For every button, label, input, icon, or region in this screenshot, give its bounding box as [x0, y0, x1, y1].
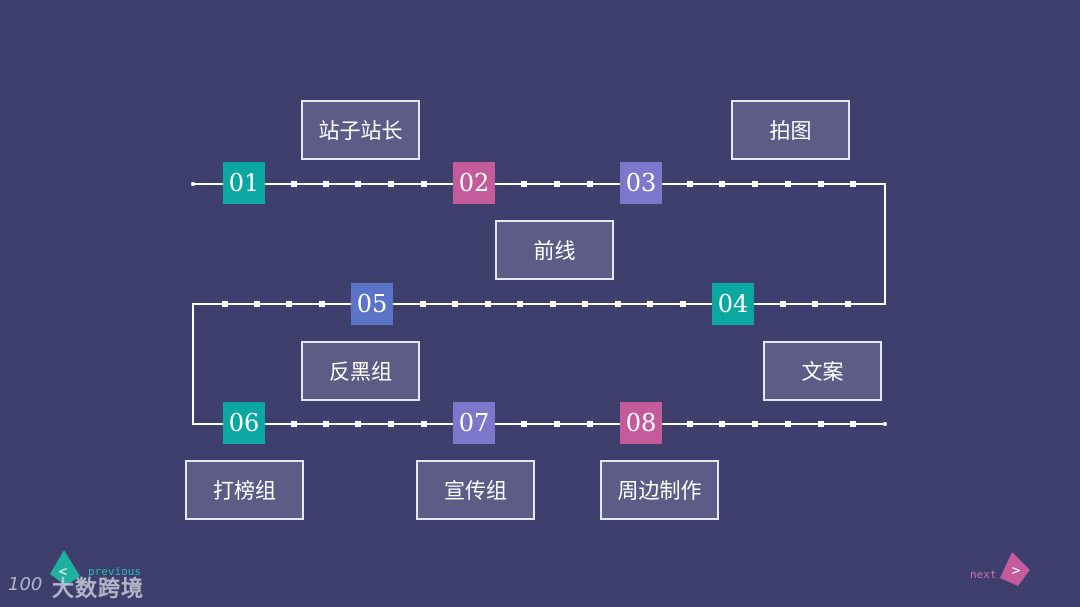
path-dot — [388, 421, 394, 427]
brand-logo-mark: 100 — [8, 574, 43, 595]
path-dot — [355, 181, 361, 187]
path-dot — [323, 421, 329, 427]
next-arrow-icon: > — [1012, 563, 1020, 579]
step-box-04: 04 — [712, 283, 754, 325]
path-dot — [719, 421, 725, 427]
path-dot — [554, 421, 560, 427]
path-dot — [615, 301, 621, 307]
path-dot — [818, 181, 824, 187]
path-dot — [582, 301, 588, 307]
previous-arrow-icon: < — [59, 564, 67, 580]
path-start-dot — [191, 182, 195, 186]
path-dot — [521, 181, 527, 187]
path-dot — [222, 301, 228, 307]
label-box-frontline: 前线 — [495, 220, 614, 280]
step-box-07: 07 — [453, 402, 495, 444]
path-dots — [222, 181, 856, 427]
label-box-promotion: 宣传组 — [416, 460, 535, 520]
path-dot — [850, 421, 856, 427]
path-dot — [319, 301, 325, 307]
path-dot — [752, 181, 758, 187]
path-dot — [286, 301, 292, 307]
label-box-station-leader: 站子站长 — [301, 100, 420, 160]
path-dot — [687, 421, 693, 427]
path-dot — [780, 301, 786, 307]
path-dot — [388, 181, 394, 187]
label-box-anti-black: 反黑组 — [301, 341, 420, 401]
path-dot — [291, 421, 297, 427]
path-dot — [845, 301, 851, 307]
path-dot — [355, 421, 361, 427]
path-dot — [485, 301, 491, 307]
path-dot — [850, 181, 856, 187]
path-dot — [587, 421, 593, 427]
path-dot — [521, 421, 527, 427]
path-dot — [785, 421, 791, 427]
step-box-02: 02 — [453, 162, 495, 204]
label-box-merch: 周边制作 — [600, 460, 719, 520]
path-dot — [785, 181, 791, 187]
path-dot — [680, 301, 686, 307]
previous-diamond-icon — [50, 550, 80, 586]
path-dot — [421, 421, 427, 427]
step-box-01: 01 — [223, 162, 265, 204]
path-dot — [554, 181, 560, 187]
label-box-copywriting: 文案 — [763, 341, 882, 401]
path-dot — [587, 181, 593, 187]
path-dot — [647, 301, 653, 307]
flow-path — [192, 183, 886, 425]
label-box-ranking: 打榜组 — [185, 460, 304, 520]
step-box-06: 06 — [223, 402, 265, 444]
path-dot — [291, 181, 297, 187]
path-dot — [323, 181, 329, 187]
brand-logo-text: 大数跨境 — [52, 577, 145, 602]
path-dot — [421, 181, 427, 187]
path-dot — [254, 301, 260, 307]
step-box-03: 03 — [620, 162, 662, 204]
path-dot — [687, 181, 693, 187]
path-dot — [517, 301, 523, 307]
previous-button[interactable]: < — [48, 548, 84, 588]
path-dot — [719, 181, 725, 187]
next-label[interactable]: next — [970, 568, 997, 581]
path-dot — [550, 301, 556, 307]
path-end-dot — [883, 422, 887, 426]
step-box-08: 08 — [620, 402, 662, 444]
path-dot — [420, 301, 426, 307]
path-dot — [818, 421, 824, 427]
path-dot — [452, 301, 458, 307]
next-diamond-icon — [1000, 552, 1030, 586]
path-dot — [752, 421, 758, 427]
previous-label[interactable]: previous — [88, 565, 141, 578]
next-button[interactable]: > — [998, 550, 1032, 588]
label-box-photography: 拍图 — [731, 100, 850, 160]
step-box-05: 05 — [351, 283, 393, 325]
path-dot — [812, 301, 818, 307]
